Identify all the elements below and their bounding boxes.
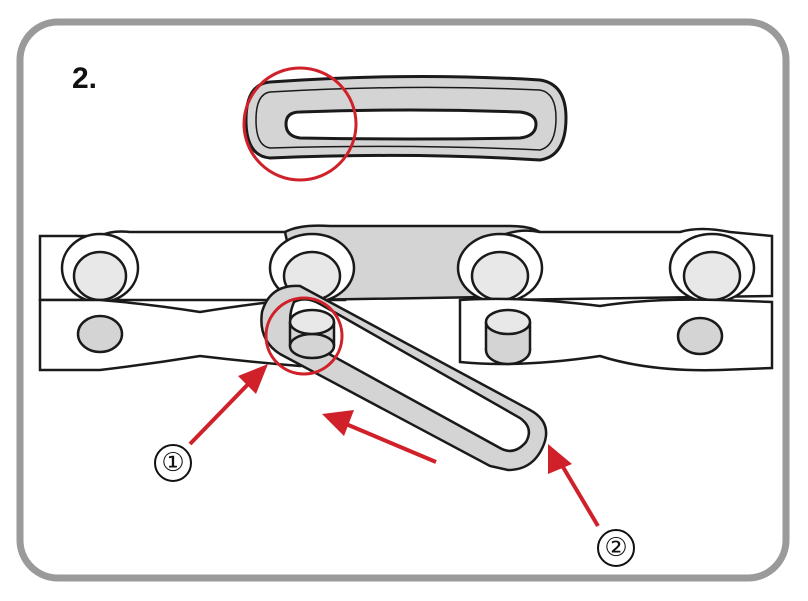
chain-front-right-plate [458, 297, 774, 372]
chain-back-row [38, 224, 774, 302]
callout-circle-1 [154, 444, 192, 482]
panel-frame [16, 18, 790, 582]
arrow-to-pin [188, 364, 268, 446]
highlight-ring-pin [264, 296, 344, 376]
pin-left [288, 308, 336, 360]
callout-circle-2 [597, 529, 635, 567]
arrow-slide-direction [322, 410, 437, 464]
chain-rollers [60, 232, 756, 304]
link-plate-detached [244, 74, 568, 162]
arrow-to-plate-end [548, 444, 600, 528]
callout-label-2: ② [604, 533, 628, 563]
highlight-ring-plate-end [242, 66, 358, 182]
step-number: 2. [72, 62, 98, 95]
chain-front-left-plate [38, 298, 302, 372]
callout-label-1: ① [161, 448, 185, 478]
